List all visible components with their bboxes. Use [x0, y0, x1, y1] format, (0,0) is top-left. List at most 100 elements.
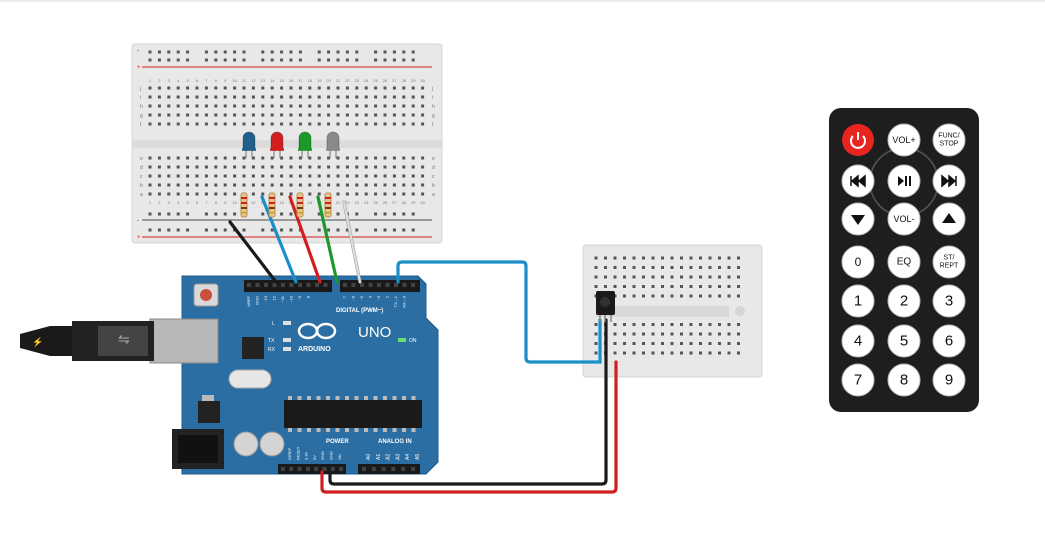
breadboard-hole [280, 192, 284, 196]
mini-hole [642, 351, 645, 355]
key-7[interactable]: 7 [841, 363, 875, 397]
next-icon [941, 174, 957, 188]
breadboard-hole [223, 192, 227, 196]
vol-down-button[interactable]: VOL- [887, 202, 921, 236]
mini-hole [670, 351, 674, 355]
breadboard-hole [392, 95, 396, 99]
wires[interactable] [228, 195, 618, 494]
breadboard-hole [261, 192, 265, 196]
breadboard-hole [148, 104, 152, 108]
pause-icon [909, 176, 911, 186]
breadboard-hole [280, 104, 284, 108]
ir-receiver[interactable] [596, 291, 615, 322]
up-button[interactable] [932, 202, 966, 236]
key-1[interactable]: 1 [841, 284, 875, 318]
eq-button[interactable]: EQ [887, 245, 921, 279]
rail-hole [223, 50, 227, 54]
mini-hole [699, 351, 702, 355]
key-6[interactable]: 6 [932, 324, 966, 358]
gnd-wire[interactable] [228, 220, 278, 284]
led-red[interactable] [270, 131, 284, 151]
power-button[interactable] [842, 124, 874, 156]
breadboard-hole [223, 104, 227, 108]
arduino-uno-board[interactable]: ⇋ ⚡ L TX RX ON UNO ARDU [20, 275, 439, 475]
key-2[interactable]: 2 [887, 284, 921, 318]
ir-gnd-wire[interactable] [328, 318, 608, 486]
breadboard-hole [355, 86, 359, 90]
breadboard-hole [223, 174, 227, 178]
mini-hole [623, 256, 626, 260]
mini-hole [737, 275, 740, 279]
breadboard-hole [251, 174, 255, 178]
key-9[interactable]: 9 [932, 363, 966, 397]
mini-hole [651, 342, 655, 345]
reset-button[interactable] [200, 289, 212, 301]
vol-up-button[interactable]: VOL+ [887, 123, 921, 157]
led-green[interactable] [298, 131, 312, 151]
breadboard-hole [280, 113, 284, 117]
mini-hole [642, 266, 645, 269]
rail-hole [157, 228, 161, 232]
rail-hole [214, 50, 218, 54]
key-cap [841, 363, 875, 397]
breadboard-hole [336, 192, 340, 196]
green-led-wire[interactable] [316, 195, 339, 284]
down-button[interactable] [841, 202, 875, 236]
mini-hole [632, 342, 636, 345]
white-led-wire[interactable] [342, 200, 362, 284]
breadboard-hole [167, 122, 171, 126]
main-breadboard[interactable]: + - - + 11223344556677889910101111121213… [131, 43, 443, 244]
breadboard-hole [195, 95, 199, 99]
next-button[interactable] [932, 164, 966, 198]
led-components[interactable] [240, 131, 340, 218]
rail-hole [176, 58, 180, 62]
breadboard-hole [233, 174, 237, 178]
key-3[interactable]: 3 [932, 284, 966, 318]
breadboard-hole [233, 122, 237, 126]
breadboard-hole [364, 165, 368, 169]
key-8[interactable]: 8 [887, 363, 921, 397]
mini-hole [661, 323, 664, 326]
mini-hole [680, 323, 683, 326]
key-label: VOL+ [892, 135, 915, 145]
st-rept-button[interactable]: ST/REPT [932, 245, 966, 279]
usb-chip [242, 337, 264, 359]
chip-pin [402, 428, 406, 432]
breadboard-hole [411, 86, 415, 90]
chip-pin [373, 428, 378, 432]
breadboard-hole [298, 122, 302, 126]
analog-header [358, 464, 420, 474]
rail-hole [261, 228, 265, 232]
blue-led-wire[interactable] [260, 195, 298, 284]
column-number: 24 [364, 200, 369, 205]
key-cap [932, 284, 966, 318]
key-cap [887, 284, 921, 318]
play-pause-button[interactable] [887, 164, 921, 198]
key-5[interactable]: 5 [887, 324, 921, 358]
rail-hole [327, 228, 331, 232]
breadboard-hole [402, 174, 406, 178]
key-0[interactable]: 0 [841, 245, 875, 279]
rail-hole [327, 58, 331, 62]
column-number: 7 [205, 78, 208, 83]
column-number: 4 [177, 200, 180, 205]
red-led-wire[interactable] [288, 195, 322, 284]
led-gray[interactable] [326, 131, 340, 151]
led-blue[interactable] [242, 131, 256, 151]
led-l [283, 321, 291, 325]
breadboard-hole [270, 86, 274, 90]
mini-hole [689, 266, 693, 269]
breadboard-hole [270, 122, 274, 126]
key-4[interactable]: 4 [841, 324, 875, 358]
mini-hole [670, 323, 674, 326]
func-stop-button[interactable]: FUNC/STOP [932, 123, 966, 157]
previous-button[interactable] [841, 164, 875, 198]
ir-signal-wire[interactable] [396, 260, 602, 364]
digital-pin-label: 8 [306, 295, 311, 298]
mini-hole [718, 342, 721, 345]
ir-vcc-wire[interactable] [320, 360, 618, 494]
mini-breadboard[interactable] [582, 244, 763, 378]
